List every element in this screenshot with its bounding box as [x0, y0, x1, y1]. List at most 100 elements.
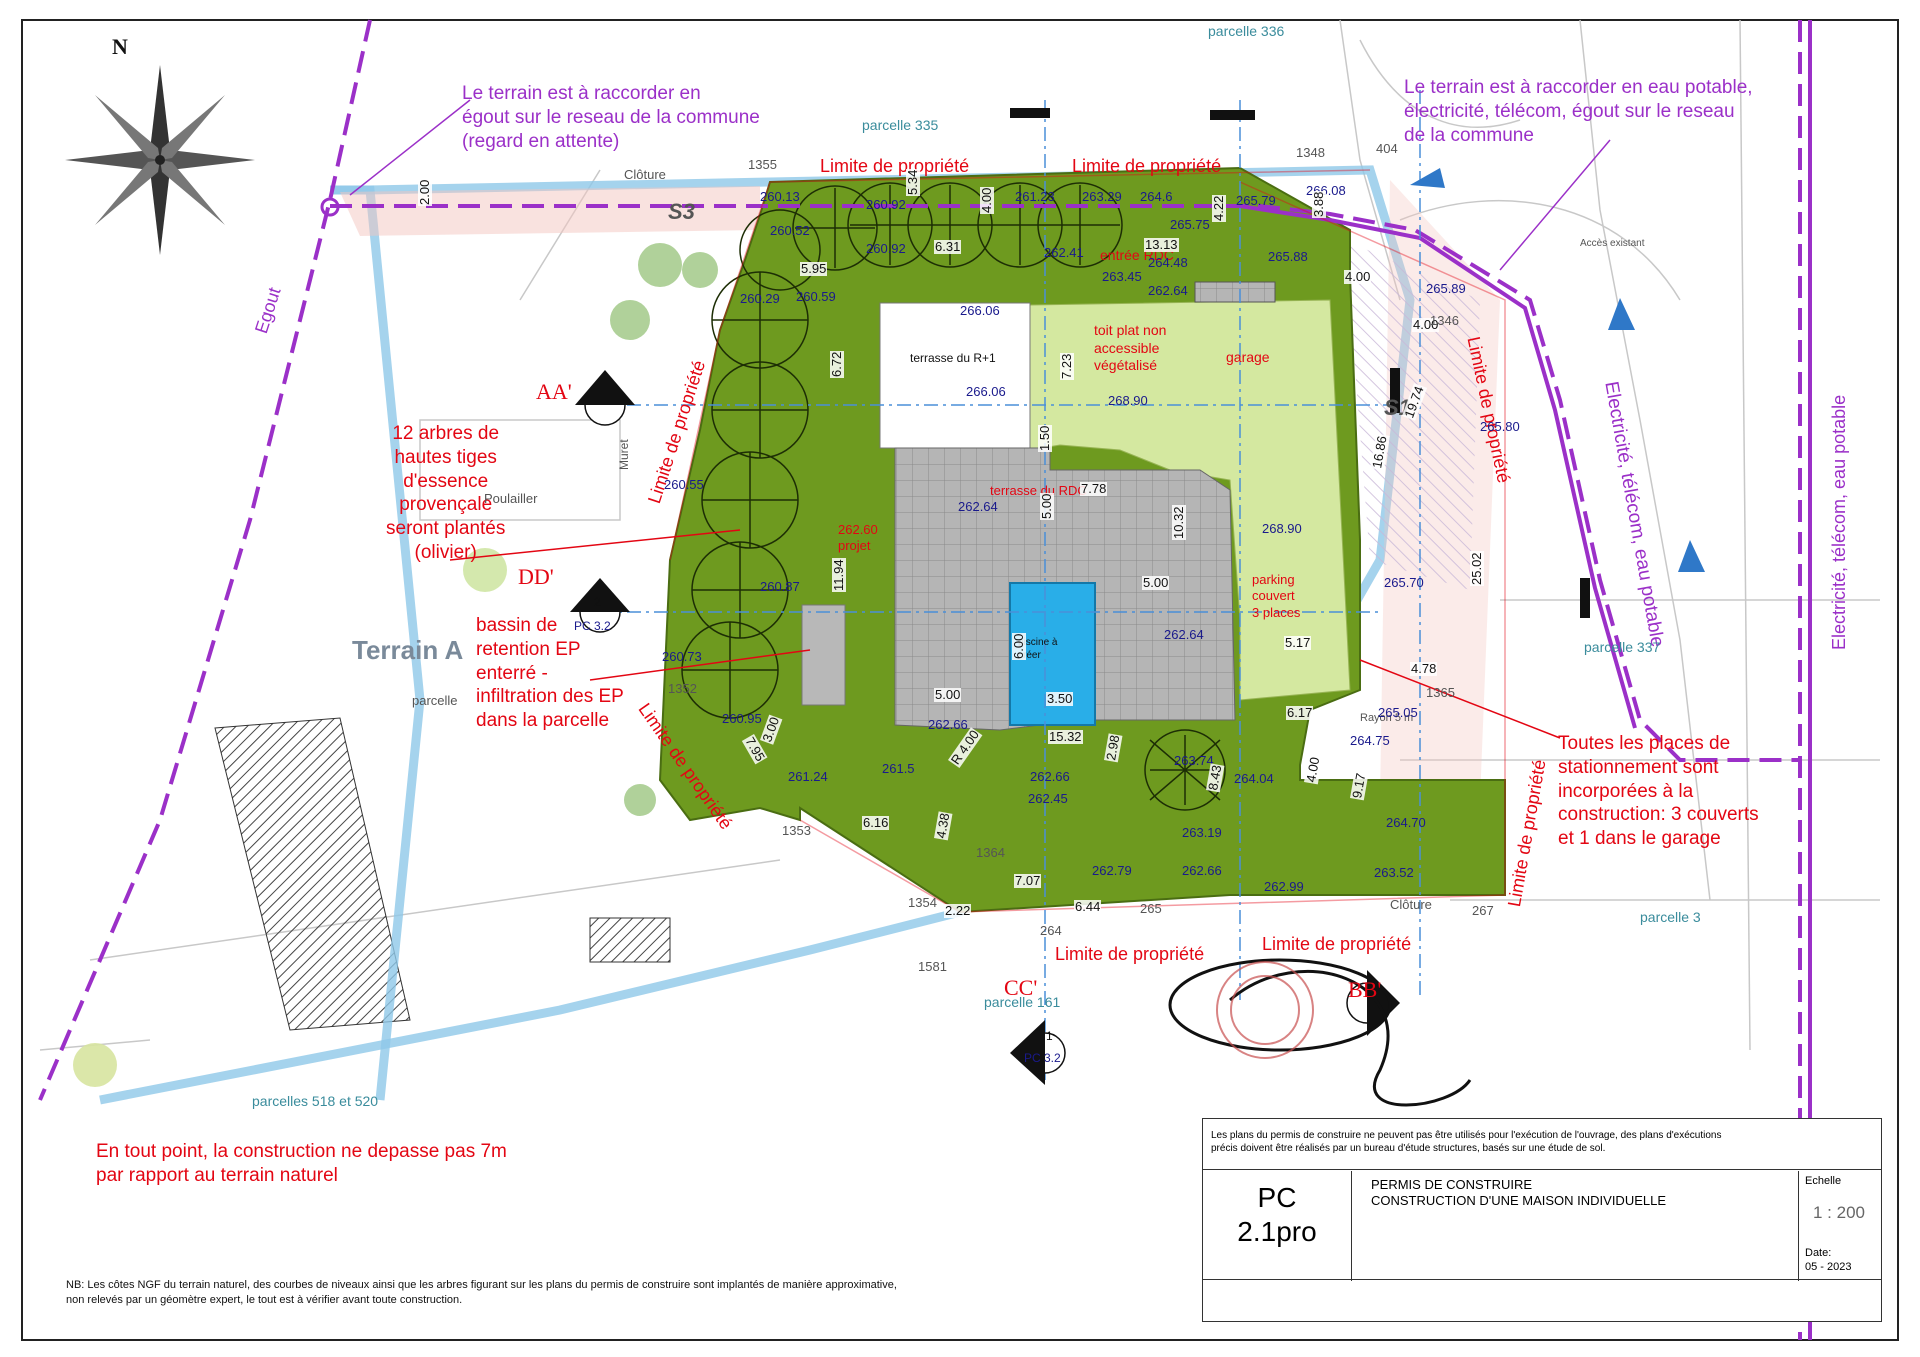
parking-couvert-line: parking: [1252, 572, 1295, 587]
level-value: 260.92: [866, 241, 906, 256]
note-utilities-line: de la commune: [1404, 124, 1534, 146]
note-utilities-line: électricité, télécom, égout sur le resea…: [1404, 100, 1735, 122]
note-parking-line: incorporées à la: [1558, 780, 1694, 802]
level-value: 262.64: [958, 499, 998, 514]
note-basin-line: bassin de: [476, 615, 558, 636]
note-parking-line: et 1 dans le garage: [1558, 828, 1721, 849]
entry-stairs: [1194, 281, 1276, 303]
level-value: 263.45: [1102, 269, 1142, 284]
level-value: 260.92: [866, 197, 906, 212]
projet-line: 262.60: [838, 522, 878, 537]
level-value: 261.23: [1015, 189, 1055, 204]
property-limit-top-left: Limite de propriété: [820, 156, 970, 176]
dimension-value: 3.50: [1046, 691, 1074, 707]
echelle-value: 1 : 200: [1813, 1203, 1865, 1222]
note-height-line: par rapport au terrain naturel: [96, 1164, 338, 1186]
retention-basin: [801, 604, 846, 706]
level-value: 264.75: [1350, 733, 1390, 748]
parcelle-335-label: parcelle 335: [862, 117, 939, 133]
parcel-number: 1581: [918, 959, 947, 974]
north-label: N: [112, 34, 128, 59]
garage-label: garage: [1226, 349, 1270, 365]
note-nb: NB: Les côtes NGF du terrain naturel, de…: [66, 1278, 897, 1308]
section-marker-cc: [1010, 1020, 1066, 1085]
terrace-r1: [879, 302, 1031, 449]
level-value: 265.80: [1480, 419, 1520, 434]
title-block-divider: [1203, 1169, 1881, 1170]
level-value: 260.95: [722, 711, 762, 726]
title-line: CONSTRUCTION D'UNE MAISON INDIVIDUELLE: [1371, 1192, 1667, 1208]
note-parking: Toutes les places de stationnement sont …: [1558, 732, 1759, 851]
parcel-number: 1353: [782, 823, 811, 838]
trees: [681, 182, 1226, 811]
parking-couvert-label: parking couvert 3 places: [1252, 572, 1300, 621]
parcel-number: 1355: [748, 157, 777, 172]
level-value: 262.99: [1264, 879, 1304, 894]
access-arrows: [1410, 168, 1705, 572]
dimension-value: 5.00: [934, 687, 962, 703]
dimension-value: 4.00: [1344, 269, 1372, 285]
code-line: PC: [1257, 1182, 1297, 1213]
piscine-line: créer: [1018, 650, 1041, 661]
dimension-value: 6.44: [1074, 899, 1102, 915]
dimension-value: 1.50: [1037, 424, 1053, 452]
stamp: [1216, 961, 1314, 1059]
note-basin-line: enterré -: [476, 662, 548, 684]
parcel-number: 265: [1140, 901, 1162, 916]
level-value: 260.29: [740, 291, 780, 306]
toit-plat-line: toit plat non: [1094, 322, 1167, 338]
dimension-value: 6.72: [829, 350, 845, 378]
cloture-top-label: Clôture: [624, 167, 666, 182]
parcelle-336-label: parcelle 336: [1208, 23, 1285, 39]
note-trees-line: d'essence: [403, 470, 489, 492]
level-value: 263.74: [1174, 753, 1214, 768]
manhole-icon: [320, 197, 340, 217]
dimension-value: 2.22: [944, 903, 972, 919]
parcel-number: 264: [1040, 923, 1062, 938]
boundary-blue-left: [330, 185, 425, 1101]
level-value: 265.89: [1426, 281, 1466, 296]
s3-label: S3: [668, 199, 695, 224]
level-value: 260.59: [796, 289, 836, 304]
date-value: 05 - 2023: [1805, 1261, 1852, 1273]
note-utilities-line: Le terrain est à raccorder en eau potabl…: [1404, 77, 1753, 98]
section-dd-ref: PC 3.2: [574, 619, 611, 633]
level-value: 260.13: [760, 189, 800, 204]
note-height-line: En tout point, la construction ne depass…: [96, 1141, 507, 1162]
level-value: 264.04: [1234, 771, 1274, 786]
note-parking-line: stationnement sont: [1558, 756, 1719, 778]
dimension-value: 7.78: [1080, 481, 1108, 497]
level-value: 265.88: [1268, 249, 1308, 264]
dimension-value: 5.00: [1142, 575, 1170, 591]
note-parking-line: construction: 3 couverts: [1558, 804, 1759, 826]
dimension-value: 7.07: [1014, 873, 1042, 889]
dimension-value: 10.32: [1171, 505, 1187, 540]
section-aa-label: AA': [536, 379, 572, 404]
dimension-value: 4.00: [979, 186, 995, 214]
title-block-title: PERMIS DE CONSTRUIRE CONSTRUCTION D'UNE …: [1371, 1177, 1666, 1208]
toit-plat-line: végétalisé: [1094, 357, 1158, 373]
note-sewer: Le terrain est à raccorder en égout sur …: [462, 82, 760, 153]
parcelle-3-label: parcelle 3: [1640, 909, 1701, 925]
title-line: PERMIS DE CONSTRUIRE: [1371, 1177, 1533, 1192]
level-value: 264.70: [1386, 815, 1426, 830]
level-value: 262.66: [1182, 863, 1222, 878]
section-cut-marks: [1010, 108, 1590, 618]
code-line: 2.1pro: [1237, 1215, 1317, 1247]
dimension-value: 11.94: [831, 558, 847, 592]
toit-plat-label: toit plat non accessible végétalisé: [1094, 322, 1166, 375]
dimension-value: 25.02: [1469, 551, 1485, 586]
note-nb-line: NB: Les côtes NGF du terrain naturel, de…: [66, 1279, 897, 1291]
level-value: 262.64: [1148, 283, 1188, 298]
dimension-value: 6.16: [862, 815, 890, 831]
level-value: 262.64: [1164, 627, 1204, 642]
property-limit-bottom-right: Limite de propriété: [1262, 934, 1412, 954]
note-basin: bassin de retention EP enterré - infiltr…: [476, 614, 624, 733]
note-trees-line: hautes tiges: [394, 446, 497, 468]
title-block: Les plans du permis de construire ne peu…: [1202, 1118, 1882, 1322]
level-value: 265.70: [1384, 575, 1424, 590]
parking-couvert-line: 3 places: [1252, 604, 1301, 620]
parcelle-161-label: parcelle 161: [984, 994, 1061, 1010]
neighbor-building: [214, 717, 411, 1031]
dimension-value: 13.13: [1144, 237, 1179, 253]
